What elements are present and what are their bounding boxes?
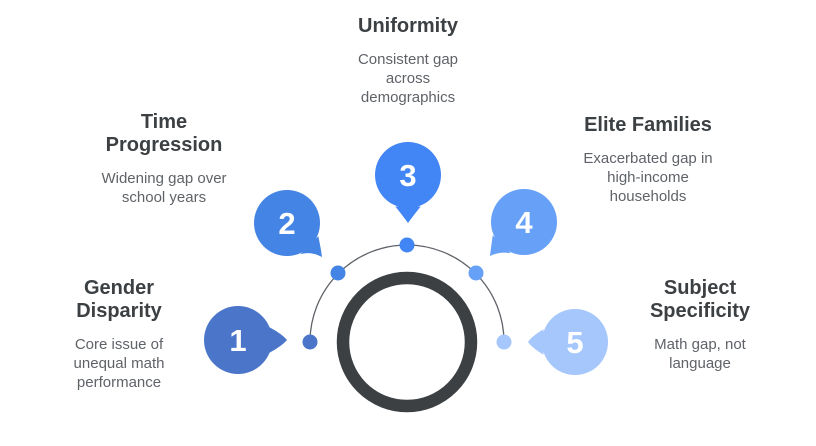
bubble-tail-4 [490, 235, 511, 256]
step-bubble-2: 2 [254, 190, 346, 281]
step-bubble-4: 4 [468, 189, 557, 281]
step-number-5: 5 [566, 325, 583, 360]
step-label-time-progression: Time Progression Widening gap over schoo… [69, 111, 259, 207]
center-ring [336, 271, 478, 413]
step-title: Subject Specificity [649, 277, 751, 322]
step-description: Core issue of unequal math performance [73, 336, 165, 391]
step-title: Gender Disparity [76, 277, 162, 322]
bubble-circle-4 [491, 189, 557, 255]
arc-dot-3 [399, 237, 415, 253]
step-bubble-3: 3 [375, 142, 441, 253]
bubble-tail-1 [269, 327, 287, 353]
bubble-tail-5 [528, 329, 544, 355]
step-label-uniformity: Uniformity Consistent gap across demogra… [323, 15, 493, 107]
step-label-elite-families: Elite Families Exacerbated gap in high-i… [553, 114, 743, 206]
bubble-circle-1 [204, 306, 272, 374]
step-title: Elite Families [584, 114, 712, 136]
step-bubble-5: 5 [496, 309, 608, 375]
step-number-4: 4 [515, 205, 533, 240]
step-description: Widening gap over school years [101, 170, 227, 206]
step-number-3: 3 [399, 158, 416, 193]
step-number-2: 2 [278, 206, 295, 241]
step-bubble-1: 1 [204, 306, 318, 374]
step-description: Math gap, not language [654, 336, 746, 372]
bubble-circle-2 [254, 190, 320, 256]
bubble-tail-2 [300, 236, 322, 257]
step-description: Exacerbated gap in high-income household… [583, 150, 713, 205]
arc-dot-5 [496, 334, 512, 350]
step-number-1: 1 [229, 323, 246, 358]
step-label-subject-specificity: Subject Specificity Math gap, not langua… [615, 277, 785, 373]
arc-dot-4 [468, 265, 484, 281]
step-description: Consistent gap across demographics [357, 51, 459, 106]
arc-dot-1 [302, 334, 318, 350]
step-label-gender-disparity: Gender Disparity Core issue of unequal m… [34, 277, 204, 392]
bubble-circle-3 [375, 142, 441, 208]
bubble-tail-3 [395, 206, 421, 223]
step-title: Uniformity [358, 15, 458, 37]
bubble-circle-5 [542, 309, 608, 375]
step-title: Time Progression [105, 111, 223, 156]
arc-dot-2 [330, 265, 346, 281]
